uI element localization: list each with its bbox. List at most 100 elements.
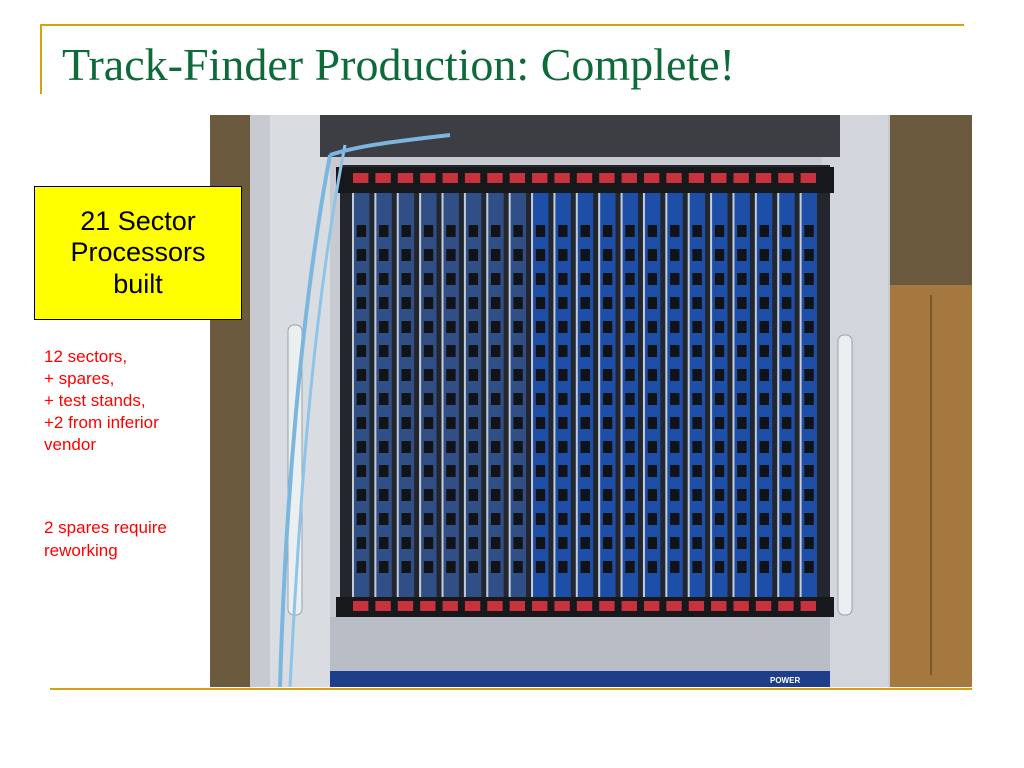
card-latch-bottom [464, 601, 481, 611]
card-connector [759, 393, 769, 405]
card-connector [781, 561, 792, 573]
card-connector [356, 273, 367, 285]
card-connector [625, 561, 635, 573]
card-connector [535, 225, 546, 237]
power-label: POWER [770, 676, 800, 685]
card-connector [625, 249, 635, 261]
card-connector [714, 273, 725, 285]
card-connector [692, 249, 702, 261]
card-connector [647, 417, 658, 429]
card-latch-top [464, 173, 481, 183]
card-connector [804, 489, 814, 501]
card-front-edge [486, 193, 489, 597]
card-connector [580, 249, 590, 261]
card-connector [804, 441, 814, 453]
note-line: vendor [44, 435, 96, 455]
card-connector [737, 441, 747, 453]
card-connector [401, 561, 411, 573]
card-connector [401, 225, 411, 237]
card-connector [670, 321, 680, 333]
card-connector [401, 537, 411, 549]
card-connector [759, 417, 769, 429]
card-connector [513, 369, 523, 381]
card-connector [446, 297, 456, 309]
card-connector [759, 297, 769, 309]
card-connector [804, 561, 814, 573]
card-connector [647, 537, 658, 549]
card-connector [737, 297, 747, 309]
card-connector [401, 393, 411, 405]
card-connector [714, 345, 725, 357]
production-notes: 12 sectors, + spares, + test stands, +2 … [44, 346, 214, 562]
card-latch-top [755, 173, 772, 183]
card-connector [423, 369, 434, 381]
card-connector [468, 297, 479, 309]
card-latch-top [554, 173, 570, 183]
card-latch-bottom [576, 601, 593, 611]
card-connector [625, 441, 635, 453]
card-connector [602, 369, 613, 381]
card-latch-bottom [509, 601, 526, 611]
card-connector [356, 537, 367, 549]
card-connector [535, 273, 546, 285]
card-connector [446, 441, 456, 453]
card-connector [535, 369, 546, 381]
blue-cable-2 [288, 144, 347, 687]
card-connector [356, 561, 367, 573]
card-connector [759, 345, 769, 357]
top-rule [40, 24, 964, 26]
card-connector [602, 441, 613, 453]
card-latch-bottom [666, 601, 682, 611]
card-connector [804, 321, 814, 333]
card-connector [692, 393, 702, 405]
card-connector [692, 297, 702, 309]
card-connector [804, 345, 814, 357]
card-connector [692, 321, 702, 333]
card-connector [580, 465, 590, 477]
card-connector [781, 417, 792, 429]
card-connector [356, 393, 367, 405]
card-connector [491, 249, 501, 261]
card-latch-bottom [420, 601, 436, 611]
card-connector [558, 297, 568, 309]
card-connector [379, 297, 389, 309]
card-connector [714, 537, 725, 549]
card-front-edge [352, 193, 354, 597]
card-latch-bottom [800, 601, 816, 611]
card-connector [602, 273, 613, 285]
note-line: reworking [44, 540, 118, 560]
card-connector [670, 273, 680, 285]
card-connector [625, 369, 635, 381]
card-connector [781, 441, 792, 453]
card-latch-bottom [688, 601, 705, 611]
card-connector [513, 393, 523, 405]
card-front-edge [419, 193, 422, 597]
card-front-edge [463, 193, 466, 597]
card-latch-bottom [711, 601, 727, 611]
card-connector [781, 321, 792, 333]
card-connector [535, 561, 546, 573]
card-connector [804, 417, 814, 429]
card-connector [804, 513, 814, 525]
card-connector [670, 393, 680, 405]
card-connector [714, 561, 725, 573]
card-connector [558, 537, 568, 549]
card-connector [379, 321, 389, 333]
card-connector [714, 249, 725, 261]
card-connector [401, 513, 411, 525]
card-front-edge [732, 193, 735, 597]
card-connector [558, 489, 568, 501]
card-connector [759, 225, 769, 237]
card-front-edge [598, 193, 601, 597]
card-latch-top [353, 173, 369, 183]
card-connector [446, 393, 456, 405]
card-connector [513, 249, 523, 261]
card-connector [670, 441, 680, 453]
card-connector [759, 249, 769, 261]
card-connector [491, 273, 501, 285]
card-connector [647, 297, 658, 309]
card-connector [513, 273, 523, 285]
card-connector [759, 273, 769, 285]
card-connector [491, 369, 501, 381]
card-connector [759, 321, 769, 333]
